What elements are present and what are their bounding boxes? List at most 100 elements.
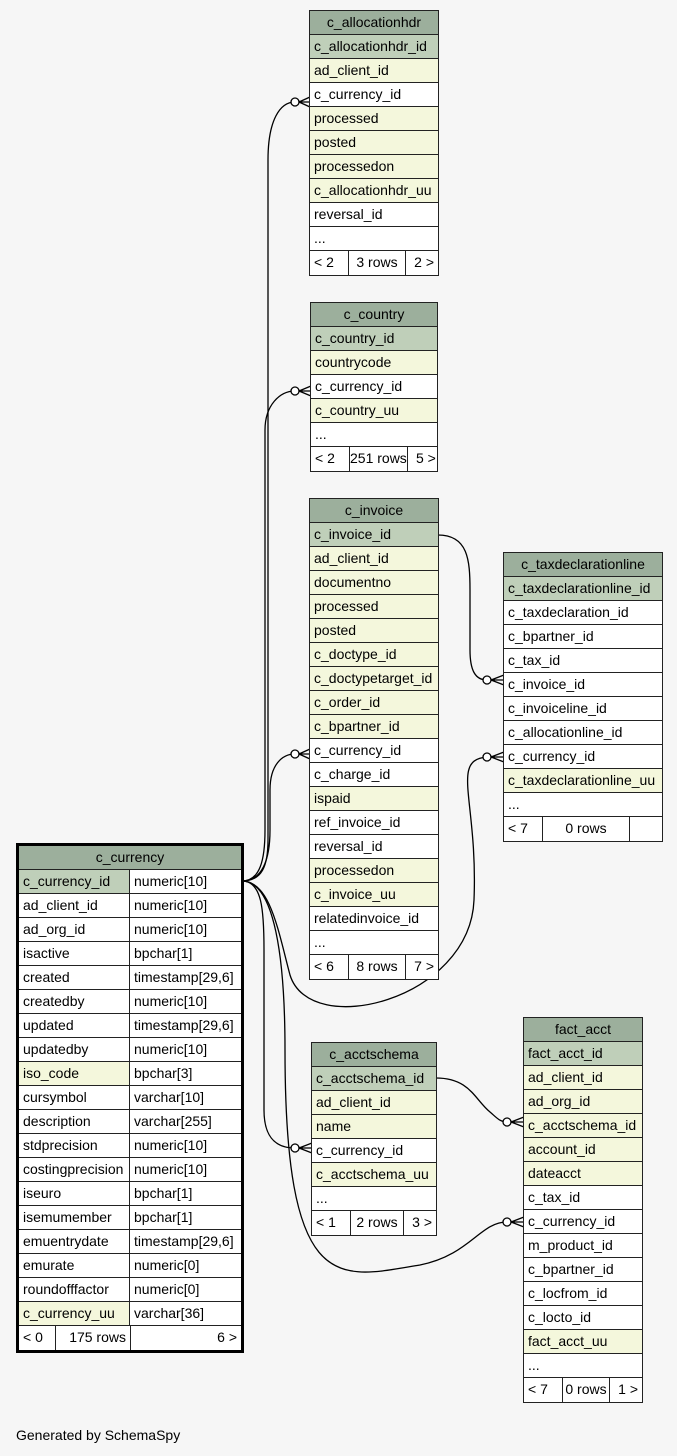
column-row: c_order_id [310, 691, 438, 715]
table-title: fact_acct [524, 1018, 642, 1042]
column-row: ... [524, 1354, 642, 1378]
column-type: varchar[10] [130, 1086, 241, 1109]
column-row: c_acctschema_uu [312, 1163, 436, 1187]
column-name: c_currency_id [19, 870, 130, 893]
column-name: c_invoice_id [314, 526, 392, 542]
column-row: c_country_uu [311, 399, 437, 423]
column-type: numeric[0] [130, 1254, 241, 1277]
table-c-taxdeclarationline: c_taxdeclarationline c_taxdeclarationline… [503, 552, 663, 842]
column-name: c_bpartner_id [508, 628, 594, 644]
edge-c-country [241, 390, 296, 882]
column-row: c_invoiceline_id [504, 697, 662, 721]
footer-children [629, 817, 662, 841]
edge-c-taxdeclarationline-invoice [437, 534, 488, 681]
column-name: c_invoiceline_id [508, 700, 607, 716]
column-name: ispaid [314, 790, 351, 806]
edge-c-allocationhdr [241, 101, 296, 882]
edge-c-invoice [241, 753, 296, 882]
footer-children: 6 > [130, 1326, 241, 1350]
column-name: c_doctype_id [314, 646, 397, 662]
column-name: ... [316, 1190, 328, 1206]
column-type: numeric[10] [130, 1038, 241, 1061]
column-name: ad_client_id [528, 1069, 603, 1085]
column-name: c_bpartner_id [528, 1261, 614, 1277]
column-name: c_currency_id [314, 86, 402, 102]
column-type: bpchar[1] [130, 1206, 241, 1229]
column-name: cursymbol [19, 1086, 130, 1109]
column-row: fact_acct_uu [524, 1330, 642, 1354]
column-name: reversal_id [314, 206, 383, 222]
column-row: c_bpartner_id [524, 1258, 642, 1282]
footer-children: 5 > [406, 447, 440, 471]
edge-end-c-taxdeclarationline-invoice [482, 675, 492, 685]
footer-parents: < 0 [23, 1329, 43, 1345]
column-row: c_taxdeclarationline_id [504, 577, 662, 601]
column-name: created [19, 966, 130, 989]
footer-children: 2 > [405, 251, 438, 275]
column-name: c_currency_id [528, 1213, 616, 1229]
column-name: c_tax_id [508, 652, 561, 668]
column-name: c_allocationhdr_uu [314, 182, 432, 198]
table-title: c_taxdeclarationline [504, 553, 662, 577]
column-row: account_id [524, 1138, 642, 1162]
column-name: ad_client_id [314, 62, 389, 78]
column-name: posted [314, 134, 357, 150]
column-name: ... [508, 796, 520, 812]
edge-fact-acct-acctschema [435, 1077, 508, 1123]
column-name: iso_code [19, 1062, 130, 1085]
column-name: c_taxdeclarationline_id [508, 580, 651, 596]
column-row: c_invoice_uu [310, 883, 438, 907]
footer-row-count: 3 rows [348, 251, 405, 275]
column-row: ad_client_id [310, 547, 438, 571]
column-name: c_currency_id [316, 1142, 404, 1158]
column-row: c_invoice_id [504, 673, 662, 697]
column-name: c_country_id [315, 330, 395, 346]
footer-children: 3 > [403, 1211, 436, 1235]
column-row: processed [310, 107, 438, 131]
column-name: c_allocationline_id [508, 724, 623, 740]
column-name: c_currency_id [315, 378, 403, 394]
column-name: relatedinvoice_id [314, 910, 420, 926]
column-name: countrycode [315, 354, 392, 370]
column-name: documentno [314, 574, 392, 590]
column-row: c_currency_id [524, 1210, 642, 1234]
column-row: c_currency_id [312, 1139, 436, 1163]
table-title: c_allocationhdr [310, 11, 438, 35]
column-row: c_taxdeclarationline_uu [504, 769, 662, 793]
footer-row-count: 2 rows [350, 1211, 403, 1235]
column-name: c_acctschema_id [528, 1117, 637, 1133]
column-name: fact_acct_uu [528, 1333, 608, 1349]
table-c-allocationhdr: c_allocationhdr c_allocationhdr_id ad_clie… [309, 10, 439, 276]
column-row: posted [310, 131, 438, 155]
column-name: c_allocationhdr_id [314, 38, 427, 54]
generated-by-label: Generated by SchemaSpy [16, 1427, 181, 1443]
column-name: c_acctschema_uu [316, 1166, 429, 1182]
table-title: c_acctschema [312, 1043, 436, 1067]
column-row: processedon [310, 155, 438, 179]
column-row: posted [310, 619, 438, 643]
column-name: stdprecision [19, 1134, 130, 1157]
footer-parents: < 2 [315, 450, 335, 466]
column-name: ad_client_id [19, 894, 130, 917]
column-name: ad_client_id [314, 550, 389, 566]
column-type: timestamp[29,6] [130, 1014, 241, 1037]
column-row: c_currency_id [310, 739, 438, 763]
column-row: name [312, 1115, 436, 1139]
edge-c-acctschema [241, 880, 296, 1149]
column-row: c_invoice_id [310, 523, 438, 547]
footer-parents: < 1 [316, 1214, 336, 1230]
column-row: c_currency_id [311, 375, 437, 399]
column-type: bpchar[3] [130, 1062, 241, 1085]
